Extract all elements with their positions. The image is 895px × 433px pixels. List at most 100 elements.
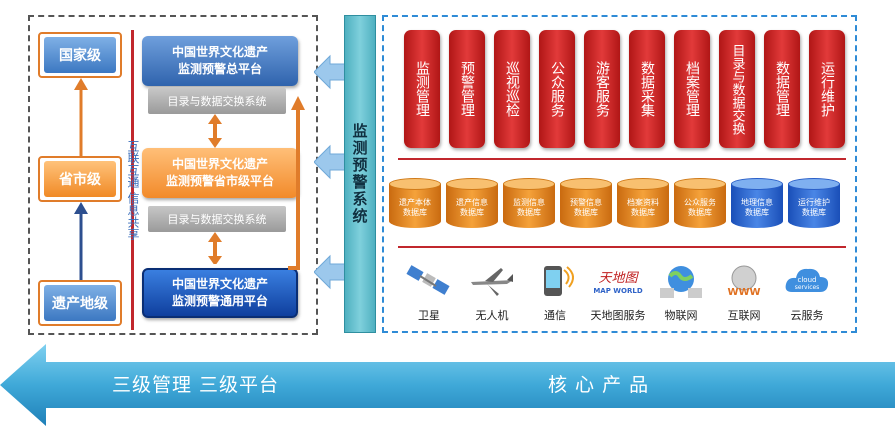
database-label-line2: 数据库	[745, 208, 769, 217]
monitor-feed-arrows	[314, 54, 346, 290]
database-label-line1: 遗产信息	[456, 198, 488, 207]
database-cylinder: 地理信息数据库	[731, 178, 783, 230]
database-label: 监测信息数据库	[513, 198, 545, 218]
general-platform-line2: 监测预警总平台	[177, 62, 262, 76]
database-label-line1: 监测信息	[513, 198, 545, 207]
database-label-line2: 数据库	[688, 208, 712, 217]
service-item: 物联网	[646, 262, 716, 322]
service-label: 物联网	[664, 309, 698, 322]
module-card: 目录与数据交换	[719, 30, 755, 148]
database-label-line2: 数据库	[574, 208, 598, 217]
service-item: 卫星	[394, 262, 464, 322]
drone-icon	[467, 262, 517, 304]
level-site-label: 遗产地级	[44, 285, 116, 321]
module-card: 档案管理	[674, 30, 710, 148]
level-national: 国家级	[38, 32, 122, 78]
database-cylinder: 监测信息数据库	[503, 178, 555, 230]
service-label: 无人机	[475, 309, 509, 322]
database-label: 档案资料数据库	[627, 198, 659, 218]
service-item: 无人机	[457, 262, 527, 322]
service-item: WWW 互联网	[709, 262, 779, 322]
common-platform-line2: 监测预警通用平台	[171, 294, 268, 308]
database-label: 公众服务数据库	[684, 198, 716, 218]
svg-text:MAP WORLD: MAP WORLD	[593, 287, 642, 295]
module-card: 运行维护	[809, 30, 845, 148]
database-label-line1: 预警信息	[570, 198, 602, 207]
database-label-line1: 遗产本体	[399, 198, 431, 207]
database-cylinder: 档案资料数据库	[617, 178, 669, 230]
level-site: 遗产地级	[38, 280, 122, 326]
database-label-line1: 地理信息	[741, 198, 773, 207]
three-level-panel	[28, 15, 318, 335]
service-label: 天地图服务	[590, 309, 646, 322]
provincial-platform-line2: 监测预警省市级平台	[165, 174, 274, 188]
database-label-line1: 运行维护	[798, 198, 830, 207]
platform-bracket-arrow	[288, 96, 305, 270]
module-card: 预警管理	[449, 30, 485, 148]
service-label: 云服务	[790, 309, 824, 322]
provincial-platform: 中国世界文化遗产 监测预警省市级平台	[142, 148, 298, 198]
module-card: 数据管理	[764, 30, 800, 148]
module-card: 游客服务	[584, 30, 620, 148]
bottom-arrow	[0, 344, 895, 426]
modules-divider	[398, 158, 846, 160]
service-label: 通信	[544, 309, 566, 322]
database-cylinder: 预警信息数据库	[560, 178, 612, 230]
svg-text:天地图: 天地图	[598, 271, 639, 286]
svg-text:WWW: WWW	[727, 287, 760, 298]
database-label: 运行维护数据库	[798, 198, 830, 218]
monitor-system-label: 监测预警系统	[350, 123, 369, 225]
database-label: 遗产本体数据库	[399, 198, 431, 218]
database-label-line1: 档案资料	[627, 198, 659, 207]
level-provincial: 省市级	[38, 156, 122, 202]
database-cylinder: 遗产信息数据库	[446, 178, 498, 230]
svg-text:services: services	[795, 284, 820, 291]
databases-divider	[398, 246, 846, 248]
service-label: 卫星	[418, 309, 440, 322]
database-cylinder: 运行维护数据库	[788, 178, 840, 230]
bottom-right-label: 核 心 产 品	[548, 374, 650, 396]
core-products-panel	[382, 15, 857, 333]
interconnect-label: 互联互通 信息共享	[126, 140, 140, 240]
database-label-line2: 数据库	[802, 208, 826, 217]
exchange-system-mid: 目录与数据交换系统	[148, 206, 286, 232]
iot-icon	[656, 262, 706, 304]
provincial-platform-line1: 中国世界文化遗产	[171, 157, 268, 171]
level-provincial-label: 省市级	[44, 161, 116, 197]
platform-sync-arrows	[208, 114, 222, 264]
monitor-system-column: 监测预警系统	[344, 15, 376, 333]
svg-text:cloud: cloud	[798, 276, 817, 284]
database-label-line2: 数据库	[517, 208, 541, 217]
interconnect-line	[131, 30, 134, 330]
module-card: 公众服务	[539, 30, 575, 148]
database-label-line2: 数据库	[403, 208, 427, 217]
level-up-arrows	[74, 78, 88, 280]
database-cylinder: 遗产本体数据库	[389, 178, 441, 230]
level-national-label: 国家级	[44, 37, 116, 73]
service-item: 通信	[520, 262, 590, 322]
database-label: 预警信息数据库	[570, 198, 602, 218]
phone-icon	[530, 262, 580, 304]
general-platform-line1: 中国世界文化遗产	[171, 45, 268, 59]
database-label: 遗产信息数据库	[456, 198, 488, 218]
database-label-line2: 数据库	[631, 208, 655, 217]
database-label-line2: 数据库	[460, 208, 484, 217]
bottom-left-label: 三级管理 三级平台	[112, 374, 280, 396]
module-card: 巡视巡检	[494, 30, 530, 148]
www-icon: WWW	[719, 262, 769, 304]
general-platform: 中国世界文化遗产 监测预警总平台	[142, 36, 298, 86]
service-label: 互联网	[727, 309, 761, 322]
module-card: 数据采集	[629, 30, 665, 148]
common-platform-line1: 中国世界文化遗产	[171, 277, 268, 291]
satellite-icon	[404, 262, 454, 304]
common-platform: 中国世界文化遗产 监测预警通用平台	[142, 268, 298, 318]
database-label: 地理信息数据库	[741, 198, 773, 218]
exchange-system-top: 目录与数据交换系统	[148, 88, 286, 114]
module-card: 监测管理	[404, 30, 440, 148]
database-label-line1: 公众服务	[684, 198, 716, 207]
database-cylinder: 公众服务数据库	[674, 178, 726, 230]
